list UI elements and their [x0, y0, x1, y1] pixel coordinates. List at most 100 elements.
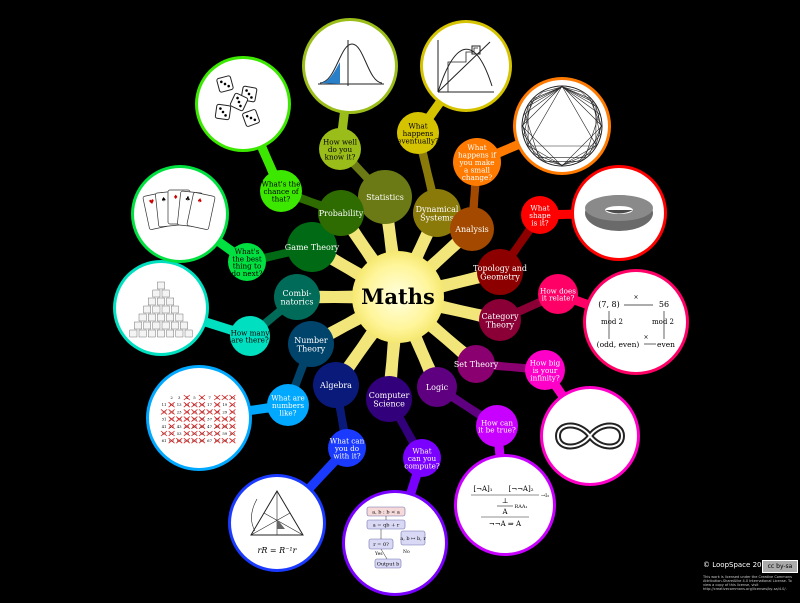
branch-label: Algebra [319, 381, 352, 390]
diagram-text: × [633, 294, 638, 301]
sieve-number: 11 [162, 402, 167, 407]
license-text: This work is licensed under the Creative… [703, 575, 792, 591]
question-bubble[interactable] [260, 170, 302, 212]
label-line: Geometry [480, 272, 520, 281]
question-bubble[interactable] [403, 439, 441, 477]
cc-license-badge[interactable]: cc by-sa [762, 560, 798, 573]
label-line: How big [530, 359, 561, 368]
label-line: How does [540, 286, 576, 295]
diagram-text: 56 [659, 300, 669, 309]
sieve-number: 23 [177, 409, 182, 414]
sieve-number: 5 [193, 395, 196, 400]
question-bubble[interactable] [328, 429, 366, 467]
label-line: the best [232, 254, 262, 263]
label-line: Dynamical [416, 205, 459, 214]
question-bubble[interactable] [538, 274, 578, 314]
label-line: How can [481, 418, 513, 427]
question-bubble[interactable] [476, 405, 518, 447]
branch-bubble[interactable] [366, 376, 412, 422]
label-line: natorics [281, 297, 314, 306]
branch-bubble[interactable] [477, 249, 523, 295]
sieve-number: 43 [177, 424, 182, 429]
icon-disc [423, 23, 509, 109]
branch-bubble[interactable] [313, 362, 359, 408]
diagram-text: × [643, 334, 648, 341]
label-line: you do [334, 444, 359, 453]
icon-disc [516, 80, 608, 172]
branch-bubble[interactable] [358, 170, 412, 224]
question-bubble[interactable] [397, 112, 439, 154]
sieve-number: 7 [208, 395, 211, 400]
question-bubble[interactable] [319, 128, 361, 170]
question-bubble[interactable] [230, 316, 270, 356]
sieve-number: 13 [177, 402, 182, 407]
card-suit: ♣ [185, 195, 191, 203]
label-line: chance of [263, 187, 299, 196]
normal-distribution-icon [318, 40, 384, 86]
label-line: happens if [458, 151, 497, 160]
branch-label: Logic [426, 383, 449, 392]
label-line: Number [294, 336, 328, 345]
branch-bubble[interactable] [287, 222, 337, 272]
label-line: Statistics [366, 193, 404, 202]
center-node[interactable]: Maths [352, 251, 444, 343]
label-line: a small [464, 165, 491, 174]
topic-number-theory[interactable]: 2345678910111213141516171819202122232425… [146, 321, 334, 471]
branch-bubble[interactable] [479, 299, 521, 341]
sieve-number: 29 [222, 409, 227, 414]
branch-label: Set Theory [454, 360, 499, 369]
label-line: Algebra [319, 381, 352, 390]
question-bubble[interactable] [228, 243, 266, 281]
branch-bubble[interactable] [457, 345, 495, 383]
branch-bubble[interactable] [318, 190, 364, 236]
label-line: What's [235, 247, 260, 256]
icon-disc [305, 21, 395, 111]
sieve-number: 19 [222, 402, 227, 407]
question-bubble[interactable] [267, 384, 309, 426]
label-line: Computer [369, 391, 410, 400]
branch-bubble[interactable] [417, 367, 457, 407]
label-line: it be true? [478, 426, 516, 435]
branch-bubble[interactable] [274, 274, 320, 320]
sieve-number: 47 [207, 424, 212, 429]
branch-bubble[interactable] [450, 207, 494, 251]
label-line: like? [279, 408, 296, 417]
label-line: eventually? [397, 136, 439, 145]
cube-pyramid-icon [129, 281, 193, 338]
question-bubble[interactable] [525, 350, 565, 390]
branch-bubble[interactable] [288, 321, 334, 367]
flow-text: a, b : b < a [372, 510, 400, 516]
question-bubble[interactable] [453, 138, 501, 186]
label-line: can you [408, 454, 437, 463]
label-line: Probability [319, 209, 364, 218]
label-line: What [408, 122, 427, 131]
proof-text: ⊥ [502, 497, 509, 505]
label-line: that? [272, 194, 291, 203]
label-line: What are [271, 394, 304, 403]
question-bubble[interactable] [521, 196, 559, 234]
branch-bubble[interactable] [413, 189, 461, 237]
sieve-number: 41 [162, 424, 167, 429]
label-line: infinity? [530, 373, 560, 382]
topic-computer-science[interactable]: a, b : b < aa = qb + rr = 0?Output ba, b… [342, 376, 448, 596]
label-line: is your [533, 366, 558, 375]
